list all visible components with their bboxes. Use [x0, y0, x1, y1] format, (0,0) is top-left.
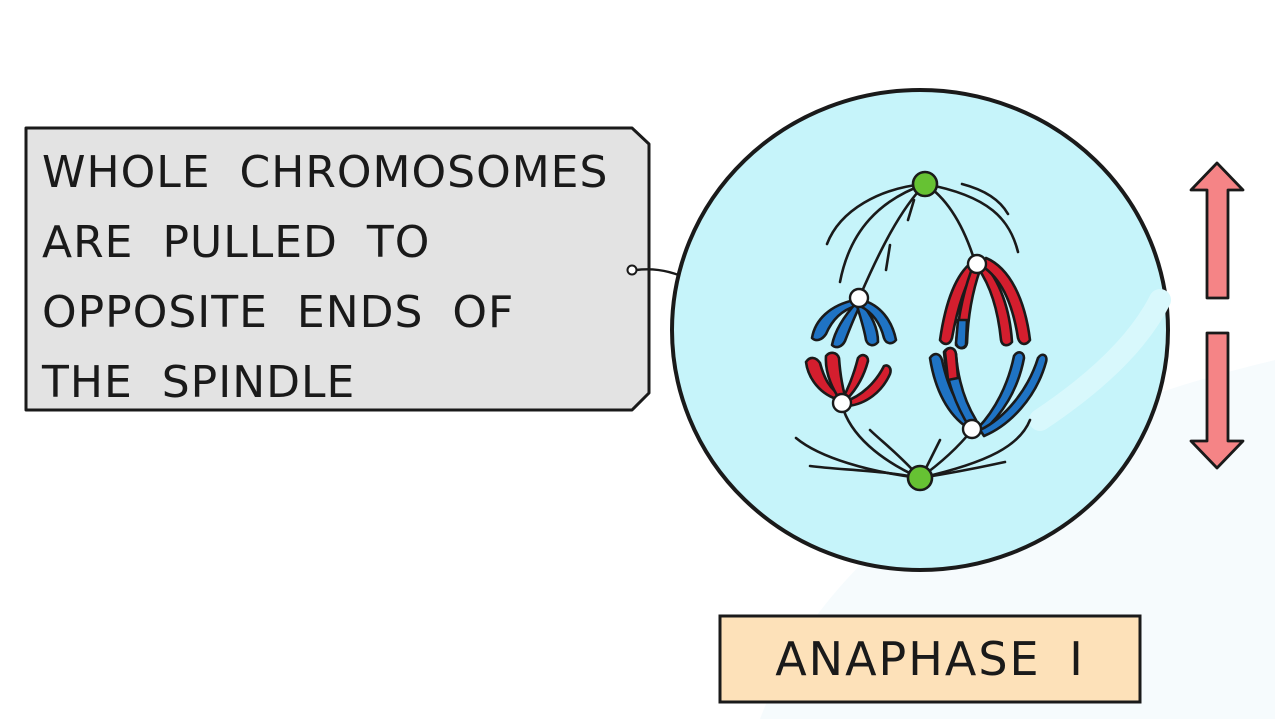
centriole-top: [911, 170, 939, 198]
centriole-bottom: [906, 464, 934, 492]
chromosome-left-red: [804, 351, 892, 408]
callout-line-2: ARE PULLED TO: [42, 217, 431, 268]
callout-line-3: OPPOSITE ENDS OF: [42, 287, 515, 338]
callout-text: WHOLE CHROMOSOMES ARE PULLED TO OPPOSITE…: [42, 138, 642, 418]
callout-box: [24, 126, 651, 412]
chromosome-right-blue: [928, 346, 1048, 438]
centromere-left-bottom: [831, 392, 853, 414]
centromere-right-bottom: [961, 418, 983, 440]
centromere-right-top: [966, 253, 988, 275]
callout-line-1: WHOLE CHROMOSOMES: [42, 147, 609, 198]
chromosome-left-blue: [810, 298, 898, 349]
cell-highlight: [1029, 289, 1171, 431]
down-arrow-icon: [1189, 331, 1245, 470]
centromere-left-top: [848, 287, 870, 309]
cell: [670, 88, 1170, 572]
chromosome-right-red: [938, 256, 1032, 350]
stage-label-box: [718, 614, 1142, 704]
stage-label: ANAPHASE I: [775, 632, 1085, 686]
up-arrow-icon: [1189, 161, 1245, 300]
callout-line-4: THE SPINDLE: [42, 357, 356, 408]
